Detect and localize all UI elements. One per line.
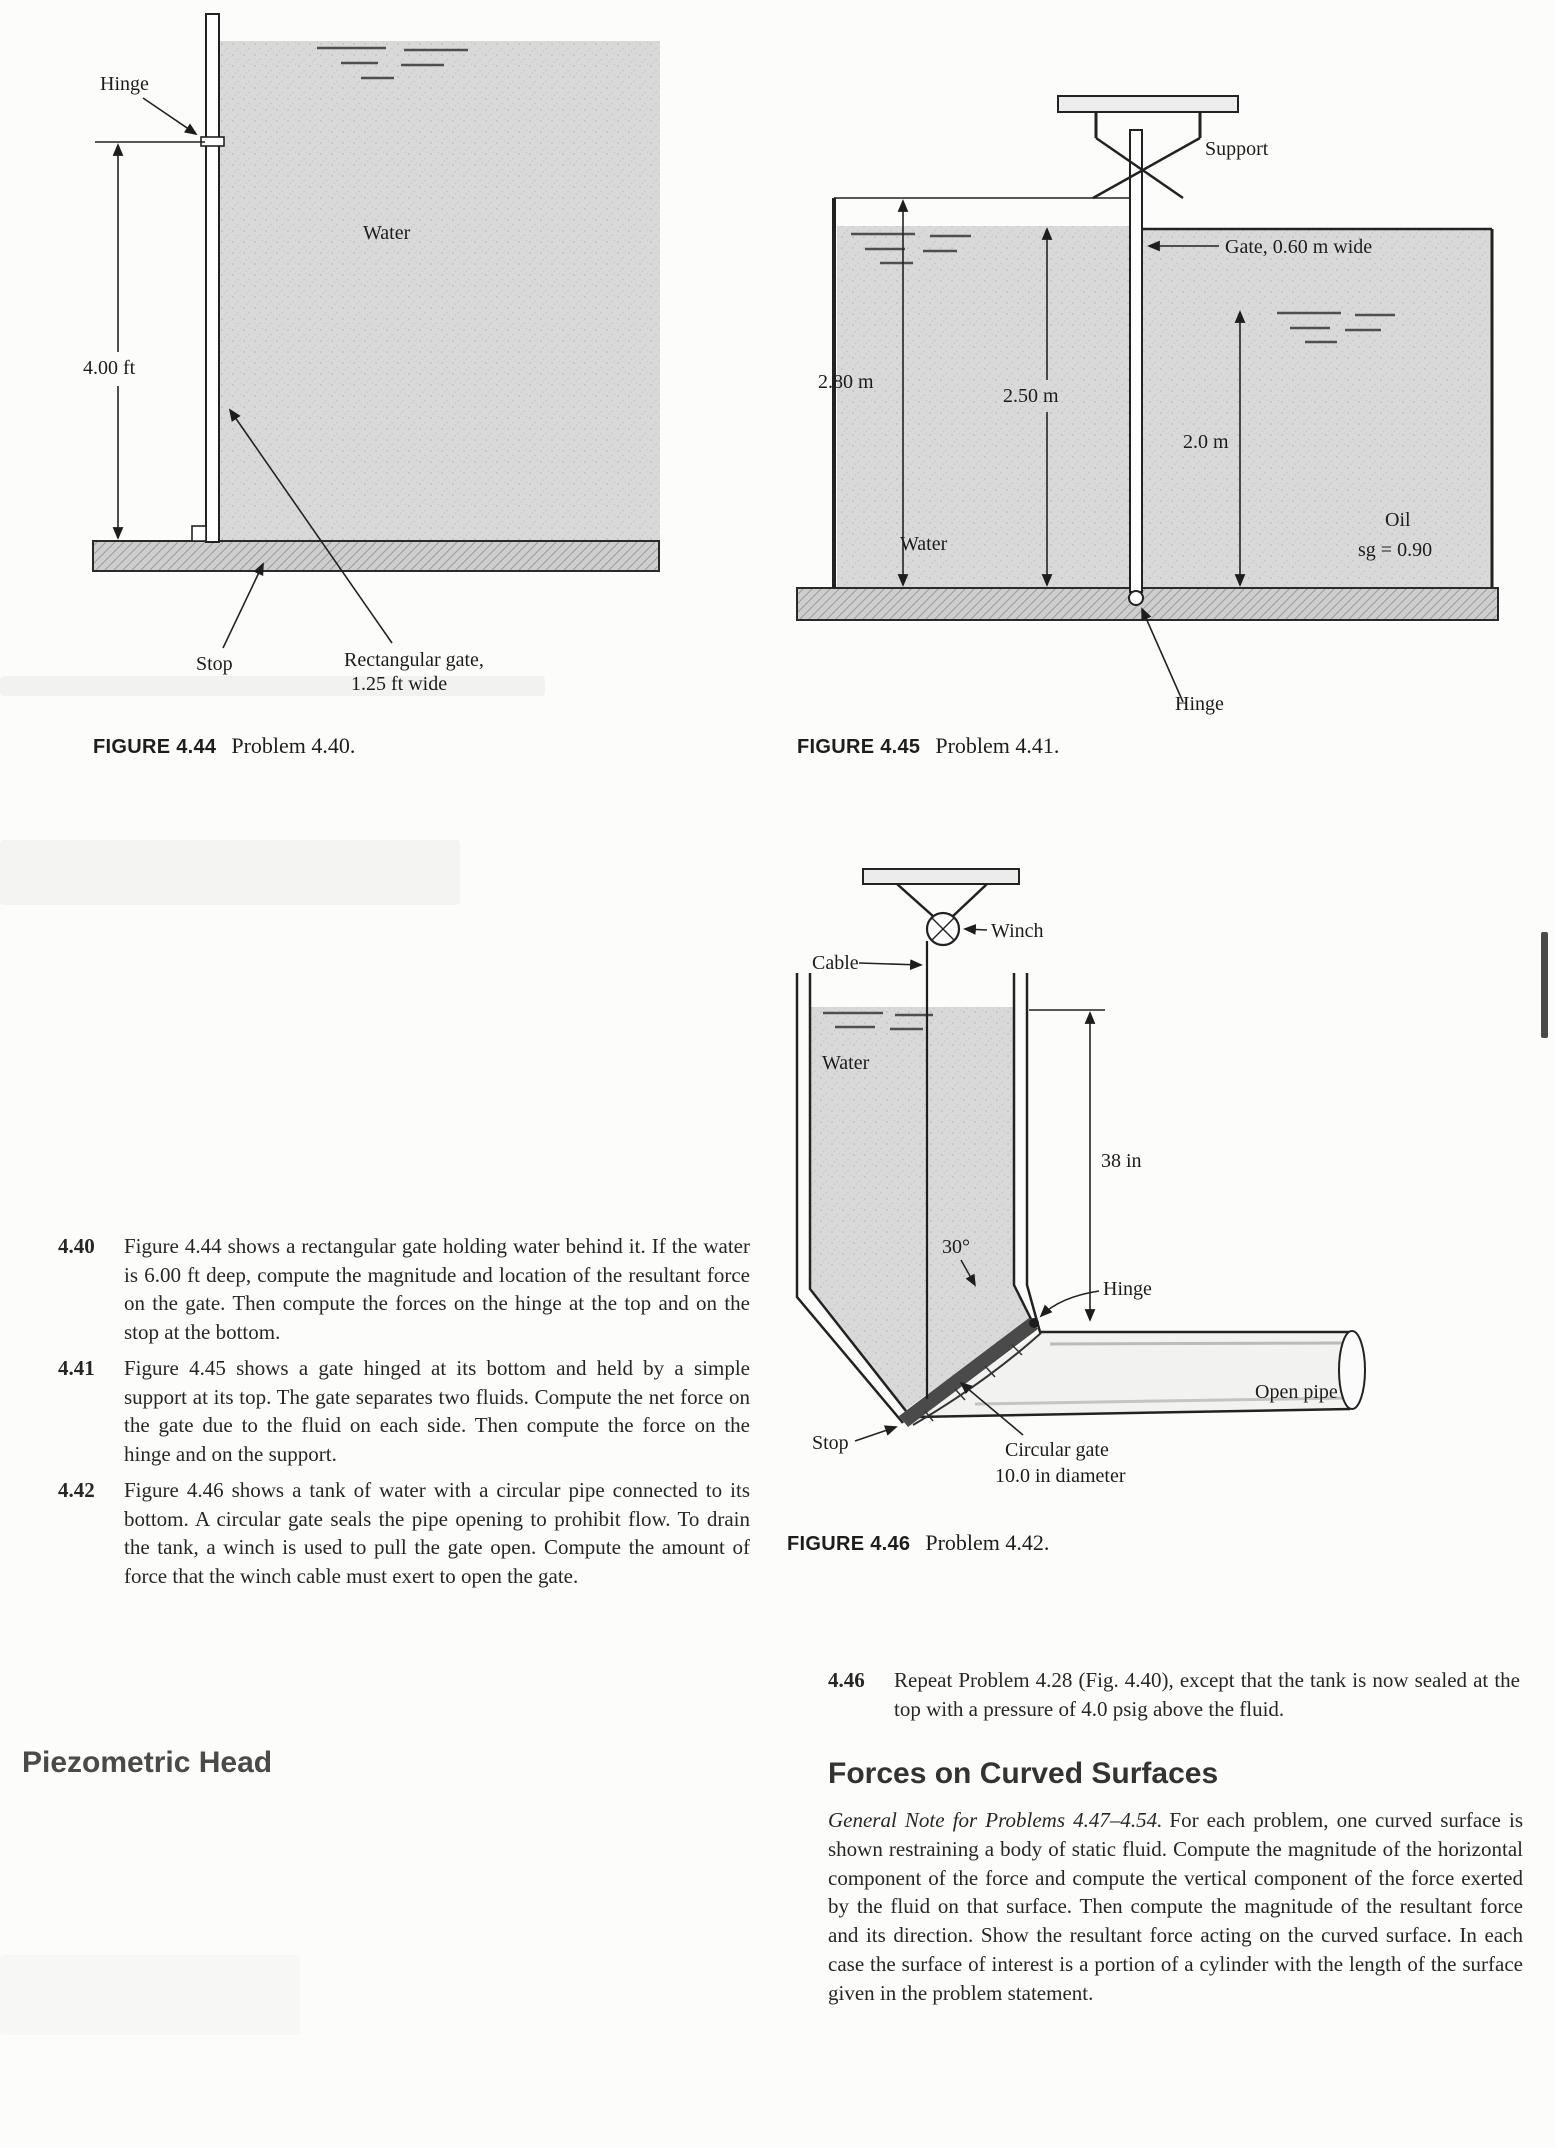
figure-caption-text: Problem 4.41. [935,733,1060,758]
gate-label-line2: 1.25 ft wide [351,673,447,695]
hinge-callout: Hinge [1039,1278,1152,1318]
curved-surfaces-general-note: General Note for Problems 4.47–4.54.For … [828,1806,1523,2008]
scan-edge-artifact [1541,932,1548,1038]
scan-artifact [0,840,460,905]
open-pipe-label: Open pipe [1255,1381,1338,1403]
winch [862,868,1020,947]
oil-surface-marks [1277,311,1395,344]
angle-label: 30° [942,1236,970,1258]
circular-gate [899,1318,1042,1427]
dim-280-label: 2.80 m [818,371,874,393]
open-pipe [914,1330,1366,1419]
heading-piezometric-head: Piezometric Head [22,1746,273,1779]
support-structure [1057,95,1239,200]
pipe-open-end [1338,1330,1366,1410]
problem-number: 4.40 [58,1234,95,1258]
gate-label-line1: Circular gate [1005,1439,1109,1461]
problem-4-40: 4.40 Figure 4.44 shows a rectangular gat… [58,1232,750,1346]
depth-dimension-label: 4.00 ft [83,357,136,379]
dim-38 [1029,1009,1105,1322]
problem-text: Figure 4.45 shows a gate hinged at its b… [124,1356,750,1466]
angle-callout: 30° [942,1236,976,1287]
figure-4-46-caption: FIGURE 4.46 Problem 4.42. [787,1530,1049,1556]
water-surface-marks [317,46,468,80]
water-label: Water [822,1052,870,1074]
dim-20-label: 2.0 m [1183,431,1229,453]
gate-callout: Rectangular gate, 1.25 ft wide [228,408,484,695]
figure-4-44-caption: FIGURE 4.44 Problem 4.40. [93,733,355,759]
tank-walls [795,973,1042,1424]
problem-4-46: 4.46 Repeat Problem 4.28 (Fig. 4.40), ex… [828,1666,1520,1723]
stop-callout: Stop [812,1425,898,1454]
cable-label: Cable [812,952,859,974]
stop-label: Stop [812,1432,849,1454]
support-label: Support [1205,138,1269,160]
hinge-label: Hinge [1103,1278,1152,1300]
figure-caption-label: FIGURE 4.46 [787,1533,911,1555]
scan-artifact [0,1955,300,2035]
floor [92,540,660,572]
hinge-callout: Hinge [100,73,198,136]
floor [796,587,1499,621]
tank-walls [832,197,1494,588]
rectangular-gate [191,13,225,543]
hinge-point [1029,1318,1039,1328]
stop-callout: Stop [196,562,264,675]
problem-text: Figure 4.44 shows a rectangular gate hol… [124,1234,750,1344]
figure-caption-label: FIGURE 4.44 [93,736,217,758]
cable-callout: Cable [812,952,923,974]
problem-number: 4.46 [828,1668,865,1692]
gate-callout: Gate, 0.60 m wide [1147,236,1372,258]
hinge-point [1128,590,1144,606]
figure-4-45-caption: FIGURE 4.45 Problem 4.41. [797,733,1059,759]
figure-4-44-diagram: Hinge Water 4.00 ft Stop Rectangular gat… [83,13,660,695]
water-region [219,41,660,541]
problem-4-42: 4.42 Figure 4.46 shows a tank of water w… [58,1476,750,1590]
problem-number: 4.42 [58,1478,95,1502]
hinge-callout: Hinge [1141,607,1224,715]
problem-number: 4.41 [58,1356,95,1380]
gate [1128,129,1144,606]
gate-label: Gate, 0.60 m wide [1225,236,1372,258]
stop-label: Stop [196,653,233,675]
gate-callout: Circular gate 10.0 in diameter [959,1381,1126,1487]
note-italic-lead: General Note for Problems 4.47–4.54. [828,1808,1163,1832]
hinge-label: Hinge [100,73,149,95]
note-body: For each problem, one curved surface is … [828,1808,1523,2005]
gate-label-line1: Rectangular gate, [344,649,484,671]
problem-list: 4.40 Figure 4.44 shows a rectangular gat… [58,1232,750,1598]
gate-label-line2: 10.0 in diameter [995,1465,1126,1487]
dim-250-label: 2.50 m [1003,385,1059,407]
winch-callout: Winch [963,920,1044,942]
heading-forces-curved-surfaces: Forces on Curved Surfaces [828,1757,1219,1790]
figure-4-46-diagram: Winch Cable Water 38 in 30° Hinge Open p… [795,868,1366,1487]
water-region [810,1007,1031,1411]
water-label: Water [363,222,411,244]
water-label: Water [900,533,948,555]
dim-38-label: 38 in [1101,1150,1142,1172]
oil-region [1142,229,1492,588]
problem-text: Figure 4.46 shows a tank of water with a… [124,1478,750,1588]
problem-4-41: 4.41 Figure 4.45 shows a gate hinged at … [58,1354,750,1468]
figure-caption-label: FIGURE 4.45 [797,736,921,758]
oil-label-line2: sg = 0.90 [1358,539,1432,561]
oil-label-line1: Oil [1385,509,1411,531]
winch-label: Winch [991,920,1044,942]
water-region [837,226,1130,588]
scan-artifact [0,676,545,696]
problem-text: Repeat Problem 4.28 (Fig. 4.40), except … [894,1668,1520,1721]
figure-4-45-diagram: Support Gate, 0.60 m wide 2.80 m 2.50 m … [796,95,1499,715]
figure-caption-text: Problem 4.40. [231,733,356,758]
stop-block [191,525,207,542]
depth-dimension [95,141,205,540]
figure-caption-text: Problem 4.42. [925,1530,1050,1555]
hinge-label: Hinge [1175,693,1224,715]
